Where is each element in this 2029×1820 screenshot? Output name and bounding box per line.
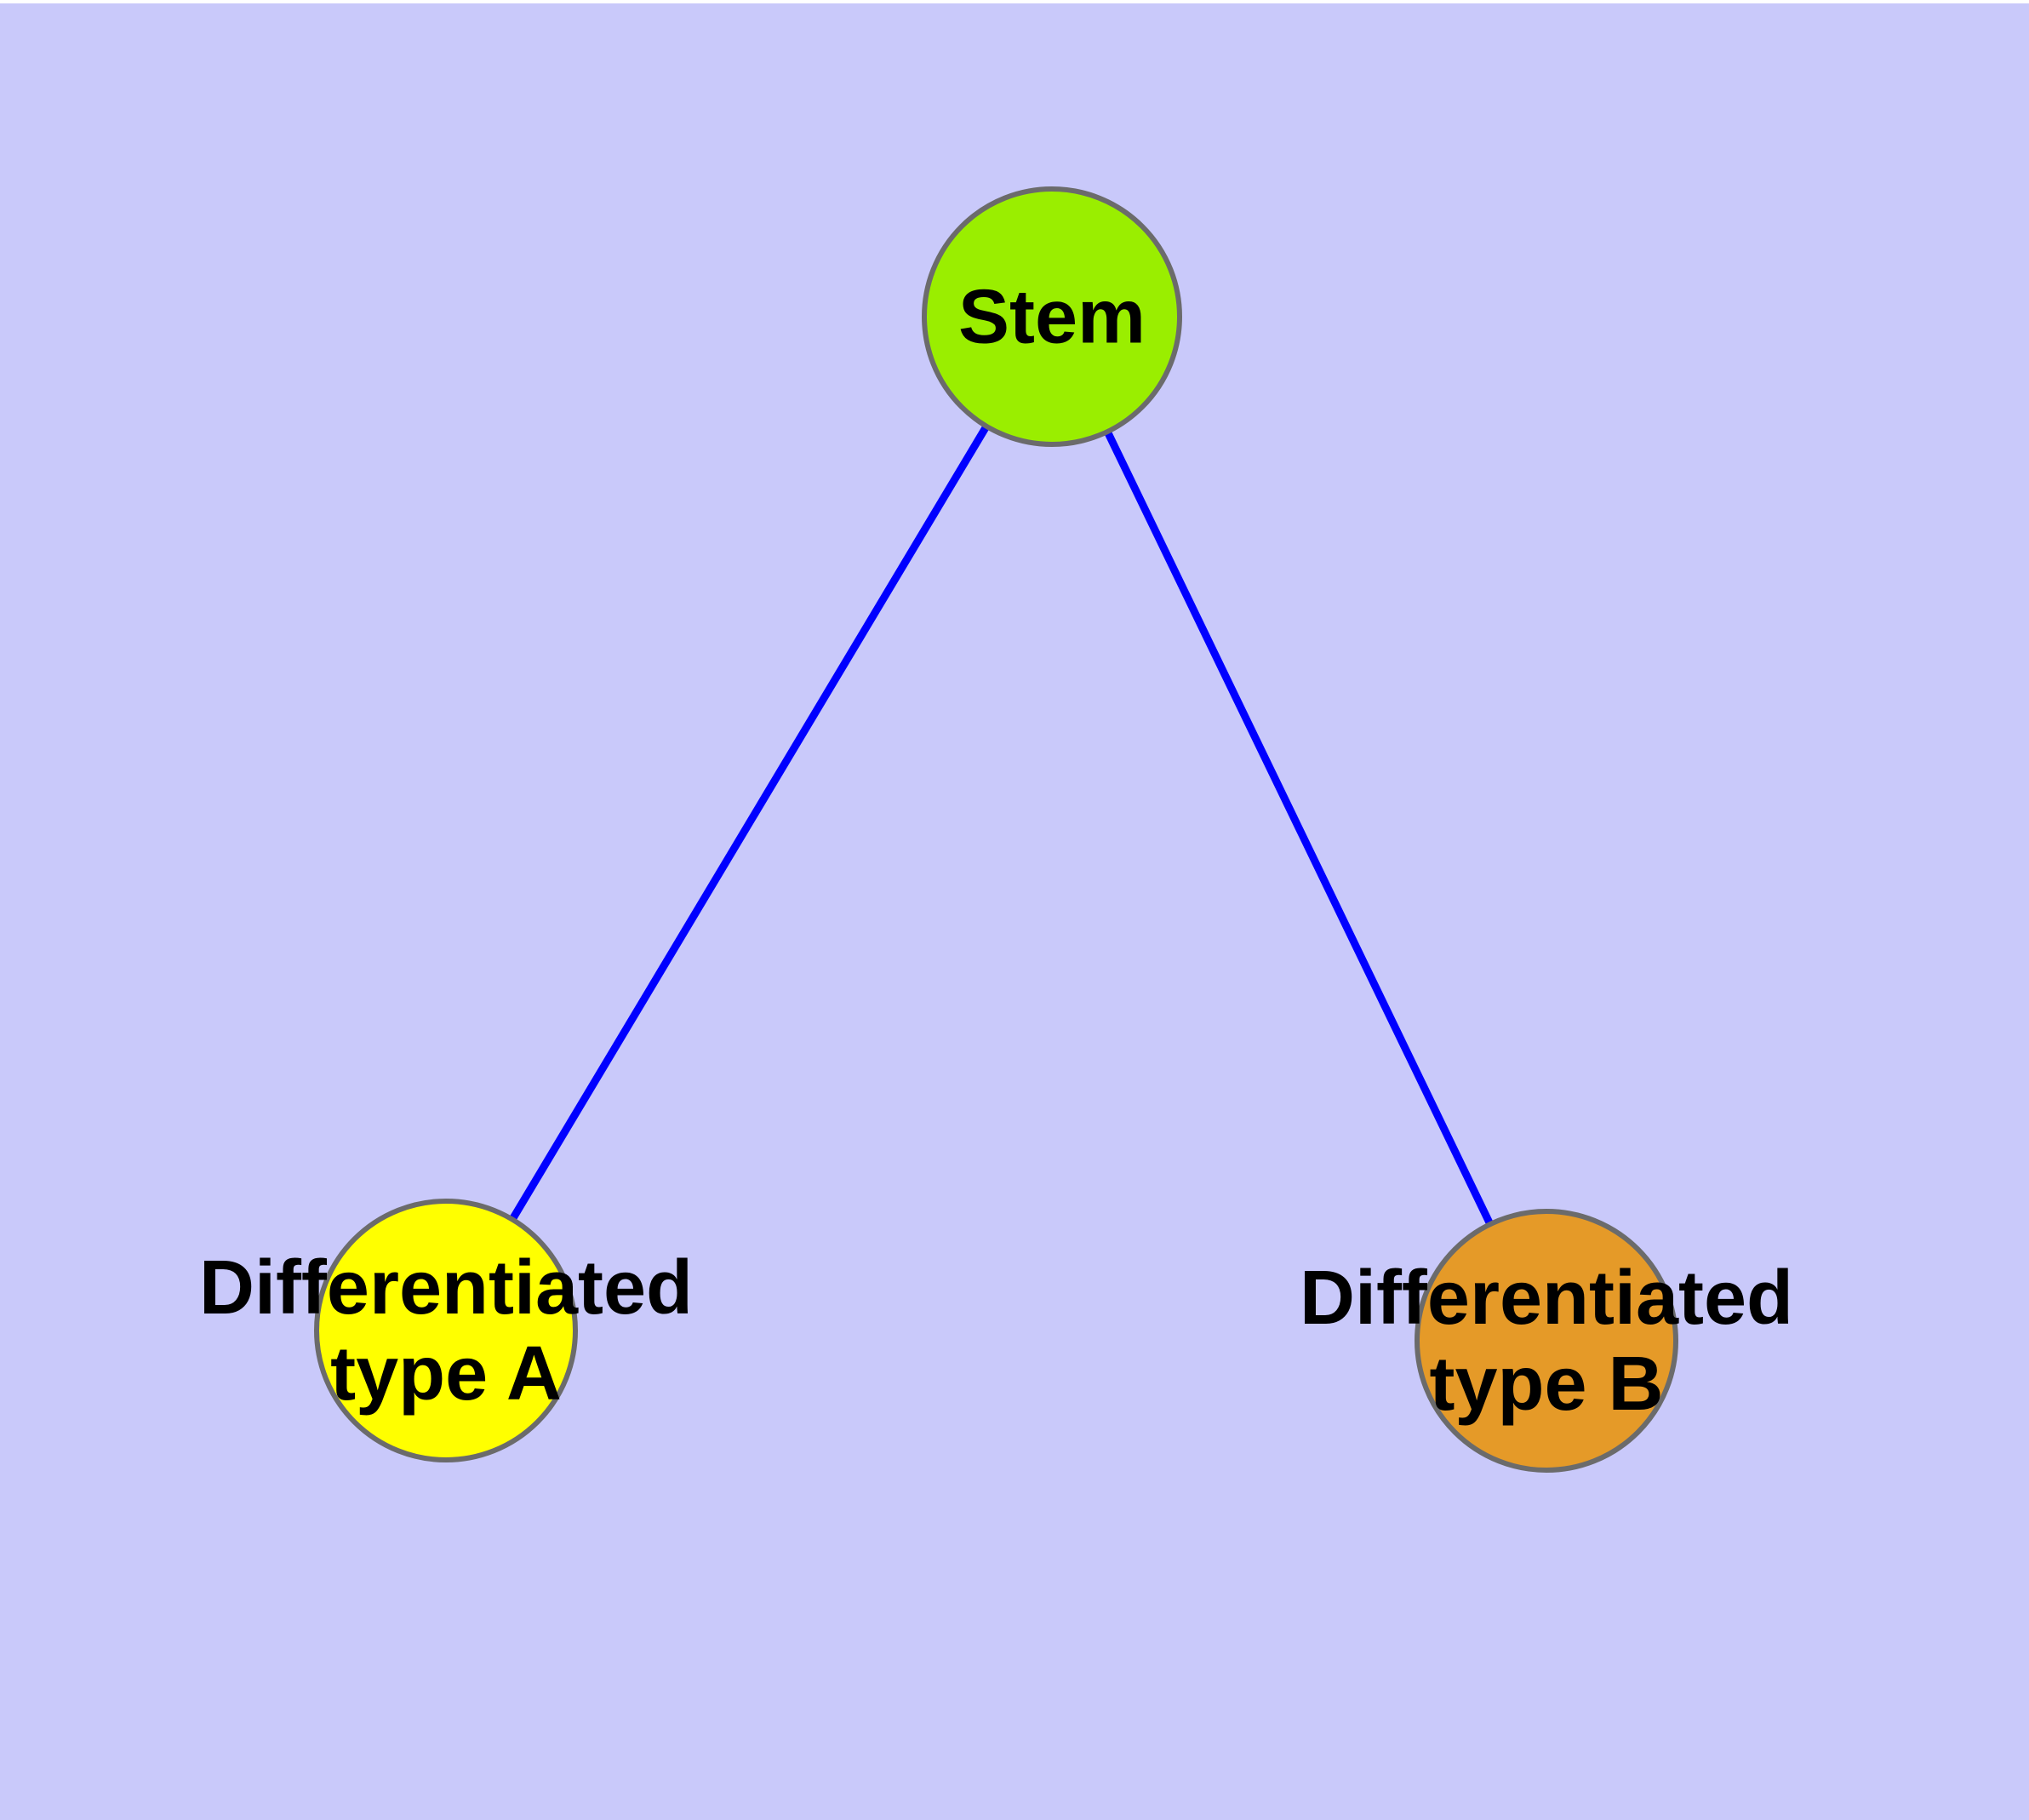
node-label-line: type A xyxy=(330,1331,562,1417)
edges-group xyxy=(510,426,1494,1225)
node-stem[interactable] xyxy=(922,186,1182,447)
edge-stem-to-diff-b xyxy=(1105,431,1494,1225)
nodes-group xyxy=(314,186,1678,1473)
node-diff_a[interactable] xyxy=(314,1199,578,1462)
node-diff_b[interactable] xyxy=(1415,1209,1678,1473)
node-label-line: Differentiated xyxy=(1300,1256,1793,1341)
node-label-line: type B xyxy=(1429,1342,1663,1427)
node-label-line: Differentiated xyxy=(199,1245,693,1331)
node-label-line: Stem xyxy=(958,275,1146,360)
edge-stem-to-diff-a xyxy=(510,426,989,1221)
node-label-stem: Stem xyxy=(958,275,1146,360)
